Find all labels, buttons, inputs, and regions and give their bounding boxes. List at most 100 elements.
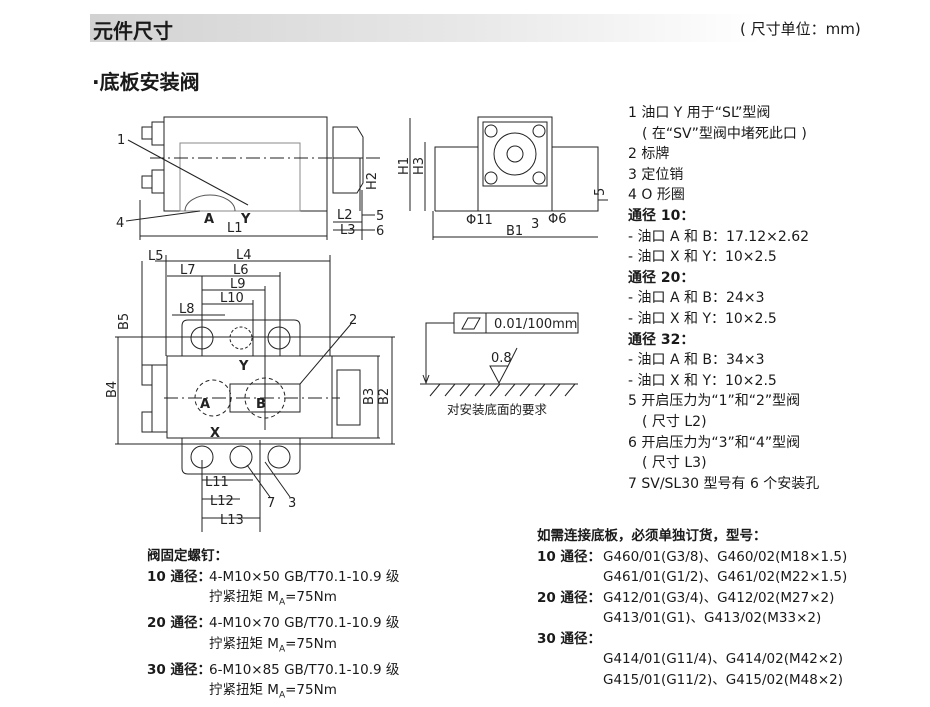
- svg-text:A: A: [204, 212, 214, 227]
- svg-text:L11: L11: [205, 475, 229, 490]
- svg-text:L2: L2: [337, 208, 353, 223]
- svg-text:L6: L6: [233, 263, 249, 278]
- legend-item: ( 尺寸 L3): [642, 455, 707, 472]
- torque-prefix: 拧紧扭矩 M: [209, 682, 279, 699]
- section-title: ·底板安装阀: [92, 70, 200, 94]
- legend-item: ( 在“SV”型阀中堵死此口 ): [642, 125, 807, 142]
- page-title: 元件尺寸: [93, 19, 173, 43]
- legend-item: 通径 10：: [628, 207, 695, 224]
- torque-line: 拧紧扭矩 MA=75Nm: [147, 680, 399, 706]
- svg-text:Φ11: Φ11: [466, 213, 493, 228]
- svg-text:5: 5: [376, 209, 384, 224]
- svg-text:2: 2: [349, 313, 357, 328]
- svg-text:B1: B1: [506, 224, 523, 239]
- legend-item: 2 标牌: [628, 146, 670, 163]
- section-header-bar: [90, 14, 930, 42]
- front-view: [125, 116, 380, 240]
- subplate-row: 20 通径：G412/01(G3/4)、G412/02(M27×2): [537, 588, 847, 609]
- svg-text:L4: L4: [236, 248, 252, 263]
- svg-text:H3: H3: [412, 157, 427, 175]
- legend-item: 1 油口 Y 用于“SL”型阀: [628, 105, 771, 121]
- svg-text:0.01/100mm: 0.01/100mm: [494, 317, 577, 332]
- legend-item: 通径 32：: [628, 331, 695, 348]
- screw-spec-text: 6-M10×85 GB/T70.1-10.9 级: [209, 661, 400, 678]
- subplate-models: G414/01(G11/4)、G414/02(M42×2): [603, 651, 843, 667]
- svg-text:L7: L7: [180, 263, 196, 278]
- legend-item: - 油口 A 和 B：34×3: [628, 352, 765, 369]
- subplate-row: 30 通径：: [537, 629, 847, 650]
- svg-text:L10: L10: [220, 291, 244, 306]
- svg-text:Y: Y: [238, 359, 249, 374]
- flatness-labels: 0.01/100mm 0.8 对安装底面的要求: [447, 317, 577, 417]
- legend-item: 6 开启压力为“3”和“4”型阀: [628, 434, 801, 451]
- subplate-size: 20 通径：: [537, 589, 601, 606]
- legend-item: 5 开启压力为“1”和“2”型阀: [628, 393, 801, 410]
- screw-spec-text: 4-M10×50 GB/T70.1-10.9 级: [209, 568, 400, 585]
- subplate-row: G461/01(G1/2)、G461/02(M22×1.5): [537, 567, 847, 588]
- svg-text:4: 4: [116, 216, 124, 231]
- svg-text:L3: L3: [340, 223, 356, 238]
- subplate-row: G415/01(G11/2)、G415/02(M48×2): [537, 670, 847, 691]
- svg-text:L5: L5: [148, 249, 164, 264]
- svg-text:7: 7: [267, 496, 275, 511]
- screw-row: 20 通径：4-M10×70 GB/T70.1-10.9 级: [147, 613, 399, 634]
- legend-item: - 油口 X 和 Y：10×2.5: [628, 372, 777, 389]
- screw-title: 阀固定螺钉：: [147, 548, 228, 564]
- svg-text:X: X: [210, 426, 220, 441]
- torque-value: =75Nm: [285, 682, 337, 699]
- torque-line: 拧紧扭矩 MA=75Nm: [147, 587, 399, 613]
- legend-item: 通径 20：: [628, 269, 695, 286]
- legend-item: - 油口 X 和 Y：10×2.5: [628, 249, 777, 266]
- svg-text:6: 6: [376, 224, 384, 239]
- torque-subscript: A: [278, 597, 286, 608]
- legend-item: 7 SV/SL30 型号有 6 个安装孔: [628, 475, 820, 492]
- svg-text:B4: B4: [105, 381, 120, 398]
- subplate-models: G460/01(G3/8)、G460/02(M18×1.5): [603, 548, 848, 565]
- screw-row: 10 通径：4-M10×50 GB/T70.1-10.9 级: [147, 567, 399, 588]
- svg-text:B3: B3: [362, 388, 377, 405]
- svg-text:Φ6: Φ6: [548, 212, 567, 227]
- legend-item: 4 O 形圈: [628, 187, 685, 204]
- svg-text:H1: H1: [397, 157, 412, 175]
- legend-item: - 油口 X 和 Y：10×2.5: [628, 310, 777, 327]
- screw-size: 20 通径：: [147, 615, 211, 632]
- screw-row: 30 通径：6-M10×85 GB/T70.1-10.9 级: [147, 660, 399, 681]
- unit-note: ( 尺寸单位：mm): [740, 20, 861, 38]
- subplate-models: G415/01(G11/2)、G415/02(M48×2): [603, 671, 843, 688]
- screw-size: 30 通径：: [147, 661, 211, 678]
- svg-text:H2: H2: [365, 172, 380, 190]
- subplate-row: G414/01(G11/4)、G414/02(M42×2): [537, 649, 847, 670]
- screw-spec-text: 4-M10×70 GB/T70.1-10.9 级: [209, 615, 400, 632]
- svg-text:L8: L8: [179, 302, 195, 317]
- side-view: [409, 116, 608, 240]
- svg-text:B2: B2: [377, 388, 392, 405]
- torque-prefix: 拧紧扭矩 M: [209, 635, 279, 652]
- subplate-spec: 如需连接底板，必须单独订货，型号： 10 通径：G460/01(G3/8)、G4…: [537, 526, 847, 690]
- subplate-title: 如需连接底板，必须单独订货，型号：: [537, 528, 767, 544]
- front-view-labels: L1 L2 L3 H2 1 4 5 6 A Y: [116, 133, 384, 239]
- flatness-spec: [420, 312, 579, 397]
- subplate-size: [537, 567, 603, 588]
- svg-text:3: 3: [288, 496, 296, 511]
- subplate-size: 30 通径：: [537, 630, 601, 647]
- torque-value: =75Nm: [285, 589, 337, 605]
- legend-item: - 油口 A 和 B：24×3: [628, 290, 765, 307]
- torque-subscript: A: [278, 644, 286, 655]
- torque-value: =75Nm: [285, 635, 337, 652]
- svg-text:1: 1: [117, 133, 125, 148]
- subplate-models: G412/01(G3/4)、G412/02(M27×2): [603, 589, 835, 606]
- svg-text:Y: Y: [240, 212, 251, 227]
- side-view-labels: H1 H3 Φ11 B1 3 Φ6 5: [397, 157, 608, 239]
- svg-text:5: 5: [593, 188, 608, 196]
- svg-text:对安装底面的要求: 对安装底面的要求: [447, 402, 548, 417]
- svg-text:B: B: [256, 397, 266, 412]
- svg-text:3: 3: [531, 217, 539, 232]
- subplate-models: G413/01(G1)、G413/02(M33×2): [603, 610, 822, 626]
- subplate-size: [537, 649, 603, 670]
- svg-text:L1: L1: [227, 221, 243, 236]
- subplate-size: 10 通径：: [537, 548, 601, 565]
- svg-text:B5: B5: [117, 313, 132, 330]
- svg-text:L12: L12: [210, 494, 234, 509]
- torque-subscript: A: [278, 691, 286, 702]
